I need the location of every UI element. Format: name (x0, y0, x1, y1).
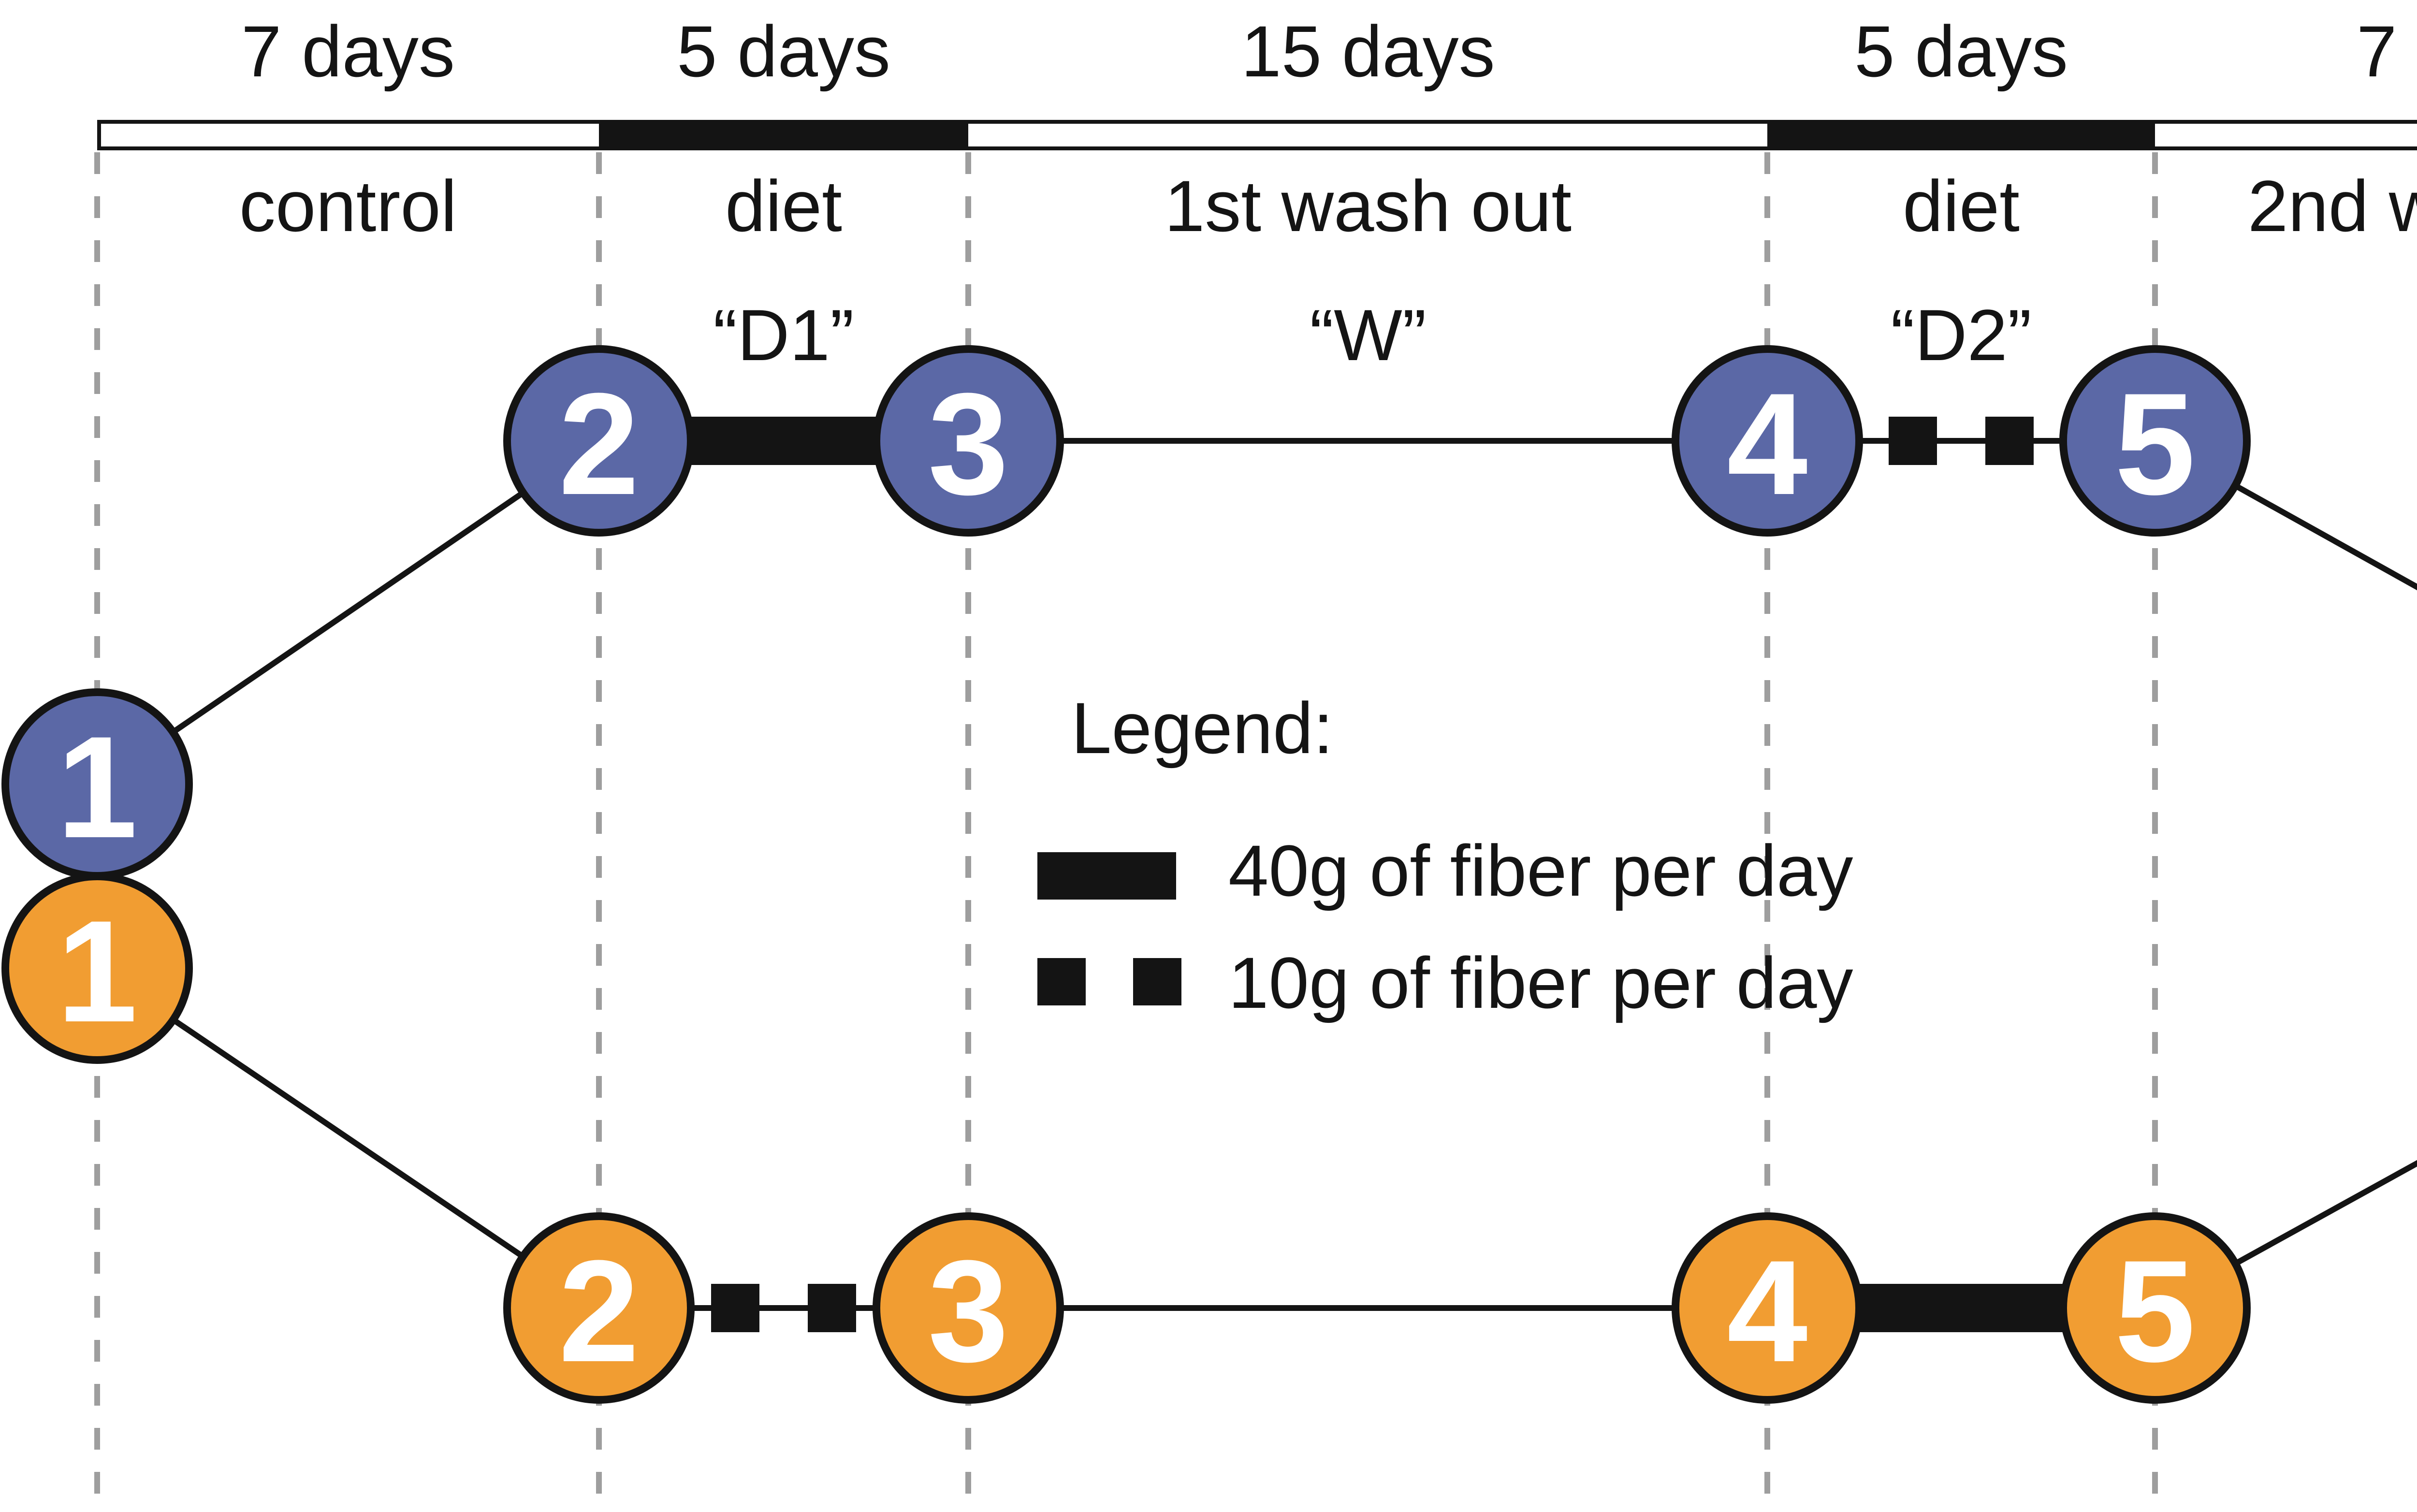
orange-node-1 (1, 872, 193, 1064)
ten-g-square-orange-b (808, 1284, 856, 1332)
ten-g-square-blue-b (1985, 417, 2034, 465)
duration-label-2: 5 days (677, 11, 890, 92)
blue-node-3-label: 3 (928, 363, 1009, 525)
orange-node-1-label: 1 (57, 890, 138, 1052)
connector-orange-1-2 (95, 966, 601, 1310)
legend-title: Legend: (1071, 687, 1333, 769)
orange-node-5-label: 5 (2115, 1230, 2196, 1392)
blue-node-4 (1672, 345, 1863, 537)
orange-node-3-label: 3 (928, 1230, 1009, 1392)
orange-arm: 1 2 3 4 5 6 (1, 872, 2251, 1404)
phase-label-washout2: 2nd wash out (2248, 165, 2417, 247)
legend-thick-bar-swatch (1037, 852, 1176, 900)
legend-square-swatch-b (1133, 958, 1181, 1005)
blue-arm: 1 2 3 4 5 6 (1, 345, 2251, 880)
duration-label-3: 15 days (1241, 11, 1495, 92)
blue-node-4-label: 4 (1727, 363, 1809, 525)
connector-orange-5-6 (2154, 1160, 2417, 1311)
orange-node-3 (873, 1212, 1064, 1404)
orange-node-2 (503, 1212, 695, 1404)
duration-labels: 7 days 5 days 15 days 5 days 7 days (241, 11, 2417, 92)
blue-node-1-label: 1 (57, 706, 138, 868)
ten-g-square-blue-a (1889, 417, 1937, 465)
legend-square-swatch-a (1037, 958, 1086, 1005)
diet1-bar-segment (599, 120, 968, 150)
timeline-bar (97, 120, 2417, 150)
blue-node-2 (503, 345, 695, 537)
period-code-w: “W” (1310, 294, 1426, 376)
phase-label-diet1: diet (725, 165, 842, 247)
ten-g-square-orange-a (711, 1284, 759, 1332)
duration-label-5: 7 days (2357, 11, 2417, 92)
duration-label-4: 5 days (1854, 11, 2068, 92)
connector-blue-1-2 (95, 438, 601, 786)
ten-g-connectors (711, 417, 2034, 1332)
phase-label-diet2: diet (1903, 165, 2020, 247)
legend-item-40g-label: 40g of fiber per day (1228, 830, 1853, 911)
blue-node-5 (2059, 345, 2251, 537)
period-code-labels: “D1” “W” “D2” (713, 294, 2032, 376)
diet2-bar-segment (1767, 120, 2155, 150)
blue-node-3 (873, 345, 1064, 537)
orange-node-2-label: 2 (559, 1230, 640, 1392)
period-code-d1: “D1” (713, 294, 854, 376)
legend: Legend: 40g of fiber per day 10g of fibe… (1037, 687, 1853, 1023)
blue-node-5-label: 5 (2115, 363, 2196, 525)
period-code-d2: “D2” (1891, 294, 2032, 376)
phase-labels: control diet 1st wash out diet 2nd wash … (239, 165, 2417, 247)
orange-node-4-label: 4 (1727, 1230, 1809, 1392)
phase-label-control: control (239, 165, 457, 247)
orange-node-4 (1672, 1212, 1863, 1404)
phase-label-washout1: 1st wash out (1165, 165, 1572, 247)
blue-node-2-label: 2 (559, 363, 640, 525)
connector-blue-5-6 (2154, 438, 2417, 591)
duration-label-1: 7 days (241, 11, 455, 92)
orange-node-5 (2059, 1212, 2251, 1404)
legend-item-10g-label: 10g of fiber per day (1228, 942, 1853, 1023)
